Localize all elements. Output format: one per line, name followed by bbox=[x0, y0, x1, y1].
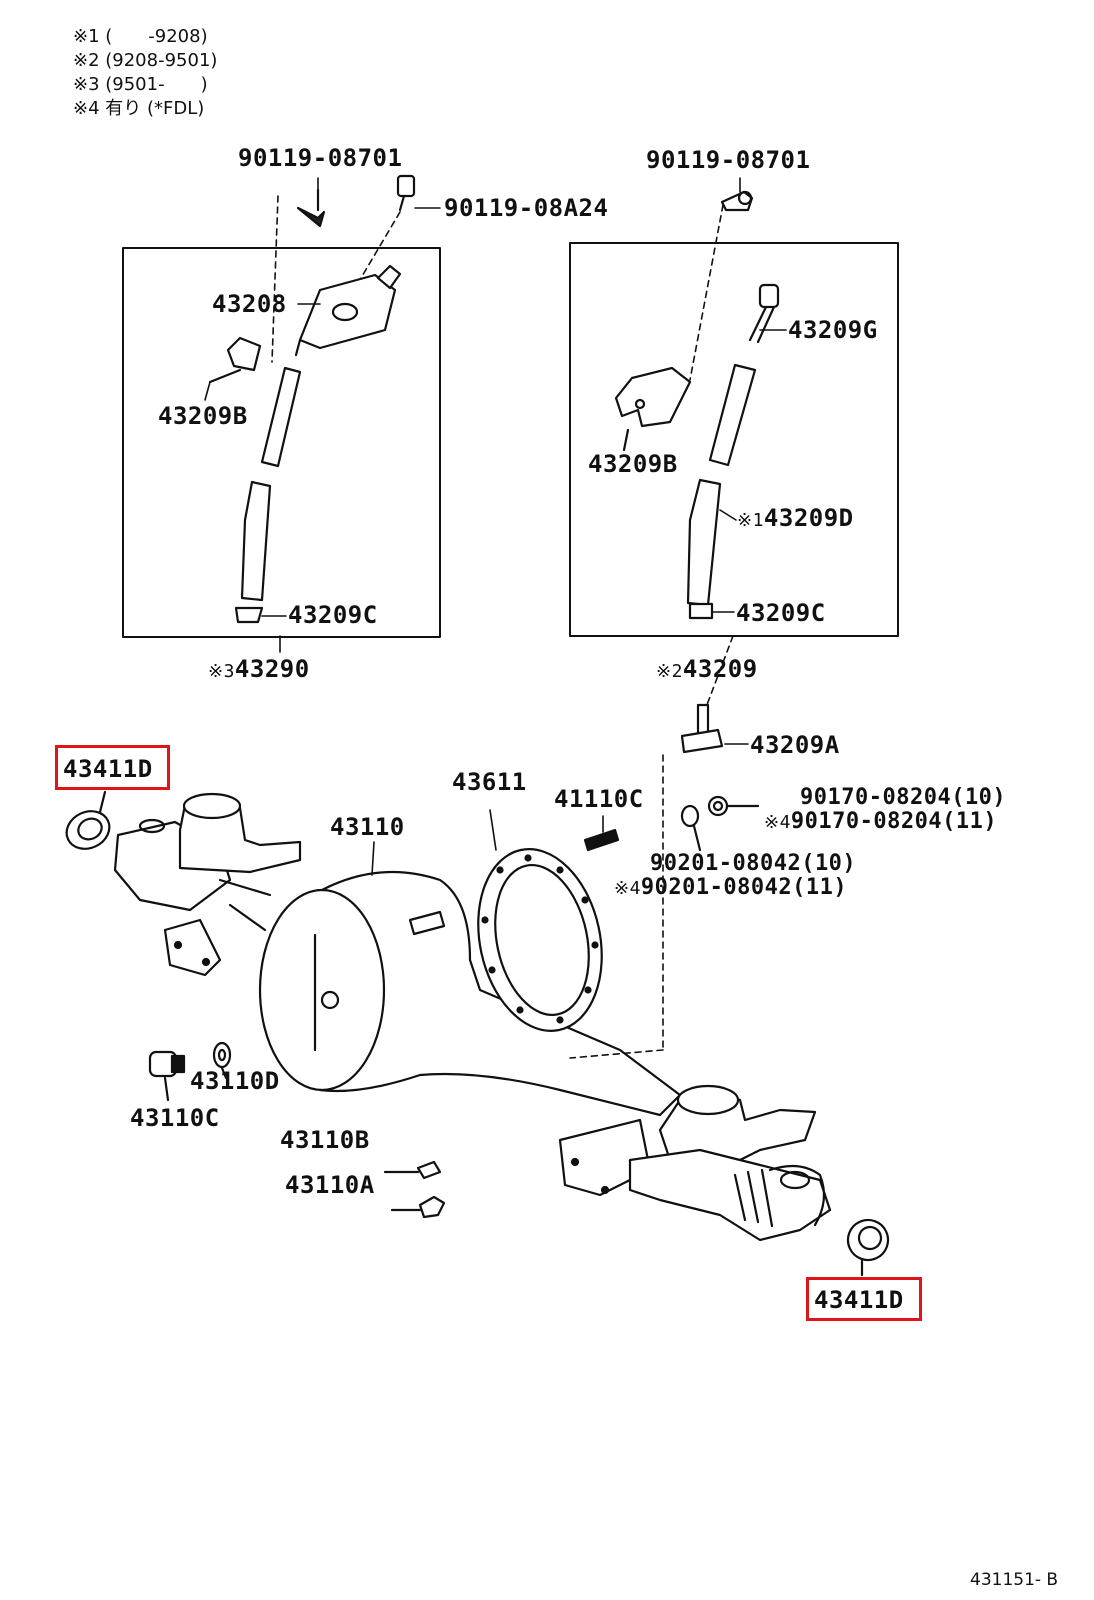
hose-right-upper bbox=[708, 363, 757, 467]
label-nut-b-group: ※490170-08204(11) bbox=[764, 811, 997, 833]
plug-icon bbox=[148, 1050, 186, 1102]
label-clip-right[interactable]: 43209C bbox=[736, 599, 826, 627]
label-nut-a[interactable]: 90170-08204(10) bbox=[800, 785, 1007, 810]
label-bolt-left[interactable]: 90119-08701 bbox=[238, 144, 403, 172]
note-2: ※2 (9208-9501) bbox=[73, 50, 218, 71]
label-bracket-left[interactable]: 43209B bbox=[158, 402, 248, 430]
highlight-seal-left bbox=[55, 745, 170, 790]
bolt-mid-icon bbox=[396, 174, 416, 212]
stud-icon bbox=[583, 828, 620, 852]
label-bracket-right[interactable]: 43209B bbox=[588, 450, 678, 478]
nut-b-mark: ※4 bbox=[764, 812, 791, 833]
label-washer-a[interactable]: 90201-08042(10) bbox=[650, 851, 857, 876]
clip-right-icon bbox=[688, 602, 714, 620]
clip-left-icon bbox=[234, 606, 264, 624]
label-connector[interactable]: 43209A bbox=[750, 731, 840, 759]
label-seal-left[interactable]: 43411D bbox=[63, 755, 153, 783]
label-assy-right-group: ※243209 bbox=[656, 657, 758, 682]
assy-left-mark: ※3 bbox=[208, 661, 235, 682]
label-breather-b[interactable]: 43110B bbox=[280, 1126, 370, 1154]
label-assy-left[interactable]: 43290 bbox=[234, 655, 310, 683]
label-stud[interactable]: 41110C bbox=[554, 785, 644, 813]
label-assy-left-group: ※343290 bbox=[208, 657, 310, 682]
bracket-left-icon bbox=[208, 336, 262, 384]
label-bolt-mid[interactable]: 90119-08A24 bbox=[444, 194, 609, 222]
note-3: ※3 (9501- ) bbox=[73, 74, 208, 95]
nut-icon bbox=[707, 795, 760, 817]
oil-seal-right-icon bbox=[846, 1218, 890, 1277]
label-nut-b[interactable]: 90170-08204(11) bbox=[790, 809, 998, 834]
label-union-right[interactable]: 43209G bbox=[788, 316, 878, 344]
breather-b-icon bbox=[383, 1160, 442, 1180]
hose-right-lower bbox=[686, 478, 722, 607]
breather-a-icon bbox=[390, 1195, 446, 1219]
label-hose-right-group: ※143209D bbox=[737, 506, 854, 531]
drain-gasket-icon bbox=[212, 1041, 232, 1080]
left-assembly-box bbox=[122, 247, 441, 638]
label-washer-b[interactable]: 90201-08042(11) bbox=[640, 875, 848, 900]
gasket-icon bbox=[477, 848, 603, 1032]
label-plug[interactable]: 43110C bbox=[130, 1104, 220, 1132]
axle-housing-icon bbox=[113, 792, 832, 1242]
label-hose-right[interactable]: 43209D bbox=[763, 504, 854, 532]
label-seal-right[interactable]: 43411D bbox=[814, 1286, 904, 1314]
label-gasket[interactable]: 43611 bbox=[452, 768, 527, 796]
washer-icon bbox=[680, 804, 702, 852]
union-left-icon bbox=[294, 264, 402, 357]
note-1: ※1 ( -9208) bbox=[73, 26, 208, 47]
union-right-icon bbox=[748, 283, 780, 344]
connector-icon bbox=[680, 703, 724, 754]
washer-b-mark: ※4 bbox=[614, 878, 641, 899]
oil-seal-left-icon bbox=[65, 790, 111, 850]
label-union-left[interactable]: 43208 bbox=[212, 290, 287, 318]
label-assy-right[interactable]: 43209 bbox=[682, 655, 758, 683]
label-leaders bbox=[204, 177, 787, 876]
label-clip-left[interactable]: 43209C bbox=[288, 601, 378, 629]
bolt-left-icon bbox=[296, 188, 326, 228]
highlight-seal-right bbox=[806, 1277, 922, 1321]
label-housing[interactable]: 43110 bbox=[330, 813, 405, 841]
assy-right-mark: ※2 bbox=[656, 661, 683, 682]
hose-left-lower bbox=[240, 480, 272, 602]
hose-left-upper bbox=[260, 366, 302, 468]
note-4: ※4 有り (*FDL) bbox=[73, 98, 205, 119]
figure-reference: 431151- B bbox=[970, 1570, 1059, 1590]
label-gasket-small[interactable]: 43110D bbox=[190, 1067, 280, 1095]
label-breather-a[interactable]: 43110A bbox=[285, 1171, 375, 1199]
right-assembly-box bbox=[569, 242, 899, 637]
bracket-right-icon bbox=[614, 366, 692, 452]
hose-right-mark: ※1 bbox=[737, 510, 764, 531]
label-bolt-right[interactable]: 90119-08701 bbox=[646, 146, 811, 174]
label-washer-b-group: ※490201-08042(11) bbox=[614, 877, 847, 899]
bolt-right-icon bbox=[720, 190, 754, 212]
